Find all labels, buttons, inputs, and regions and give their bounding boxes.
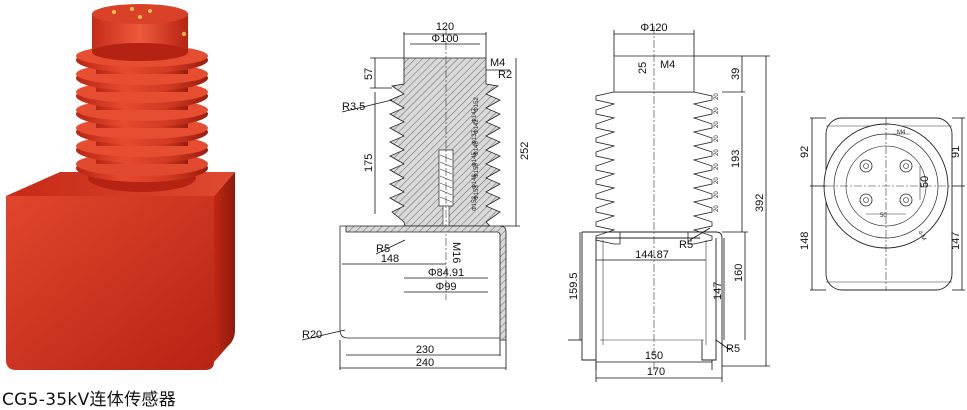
dim-top-91: 91 (950, 146, 962, 158)
terminal-icon (899, 193, 913, 207)
dim-front-392: 392 (754, 194, 766, 212)
dim-front-14487: 144.87 (635, 249, 669, 261)
dim-section-57: 57 (363, 68, 375, 80)
rib-diameter-label: Φ140 (474, 141, 480, 156)
terminal-icon (112, 10, 116, 14)
dim-section-r35: R3.5 (342, 101, 365, 113)
dim-top-92: 92 (799, 146, 811, 158)
terminal-icon (130, 7, 134, 11)
section-view: Φ152Φ147Φ142Φ137Φ140Φ145Φ150Φ148Φ153Φ152… (301, 21, 531, 370)
grounding-screw-icon (181, 31, 187, 37)
rib-diameter-label: Φ145 (472, 152, 478, 167)
dim-section-phi99: Φ99 (435, 281, 456, 293)
dim-front-150: 150 (645, 350, 663, 362)
dim-top-4m: 4-M (916, 230, 926, 242)
rib-diameter-label: Φ137 (472, 130, 478, 145)
dim-section-230: 230 (416, 344, 434, 356)
rib-spacing-label: 20 (714, 205, 720, 212)
dim-front-r5: R5 (679, 239, 693, 251)
rib-diameter-label: Φ153 (474, 185, 480, 200)
rib-spacing-label: 20 (714, 135, 720, 142)
dim-section-240: 240 (416, 357, 434, 369)
dim-section-148: 148 (381, 253, 399, 265)
dim-front-r5b: R5 (726, 343, 740, 355)
dim-section-m4: M4 (490, 57, 505, 69)
dim-front-147: 147 (712, 282, 724, 300)
dim-front-25: 25 (637, 62, 649, 74)
rib-spacing-label: 20 (714, 107, 720, 114)
top-cap-face (92, 4, 188, 24)
terminal-icon (859, 193, 873, 207)
dim-section-252: 252 (519, 142, 531, 160)
rib-spacing-label: 20 (714, 121, 720, 128)
front-view: 20 20 20 20 20 20 20 20 20 Φ120 M4 25 39 193 392… (568, 22, 770, 382)
rib-spacing-label: 20 (714, 191, 720, 198)
dim-front-phi120: Φ120 (640, 22, 667, 34)
rib-diameter-label: Φ147 (472, 108, 478, 123)
product-photo (6, 4, 235, 370)
dim-front-39: 39 (730, 68, 742, 80)
top-view: M4 50 50 4-M 92 148 91 147 (799, 117, 965, 291)
dim-section-phi100: Φ100 (431, 33, 458, 45)
dim-section-phi8491: Φ84.91 (428, 267, 464, 279)
dim-top-50b: 50 (919, 176, 931, 188)
dim-top-m4: M4 (897, 130, 906, 136)
rib-label-group: 20 20 20 20 20 20 20 20 20 (714, 93, 720, 212)
insulator-sheds (76, 45, 208, 182)
dim-top-147: 147 (950, 232, 962, 250)
box-side-face (214, 172, 235, 362)
dim-section-120: 120 (436, 21, 454, 33)
dim-front-m4: M4 (660, 59, 675, 71)
dim-top-148: 148 (799, 232, 811, 250)
dim-section-m16: M16 (450, 242, 462, 263)
rib-diameter-label: Φ152 (474, 97, 480, 112)
dim-top-50: 50 (880, 213, 887, 219)
terminal-icon (148, 9, 152, 13)
dim-section-175: 175 (363, 154, 375, 172)
rib-diameter-label: Φ142 (474, 119, 480, 134)
dim-front-1595: 159.5 (568, 272, 580, 300)
terminal-icon (859, 159, 873, 173)
rib-spacing-label: 20 (714, 93, 720, 100)
dim-front-160: 160 (733, 264, 745, 282)
rib-spacing-label: 20 (714, 177, 720, 184)
rib-diameter-label: Φ152 (472, 196, 478, 211)
product-caption: CG5-35kV连体传感器 (2, 390, 176, 410)
dim-section-r20: R20 (302, 329, 322, 341)
dim-front-170: 170 (647, 366, 665, 378)
rib-diameter-label: Φ150 (474, 163, 480, 178)
dim-front-193: 193 (730, 150, 742, 168)
terminal-icon (899, 159, 913, 173)
rib-diameter-label: Φ148 (472, 174, 478, 189)
dim-section-r2: R2 (498, 69, 512, 81)
rib-spacing-label: 20 (714, 163, 720, 170)
box-front-face (6, 196, 214, 370)
rib-spacing-label: 20 (714, 149, 720, 156)
box-wall-section (340, 225, 507, 341)
terminal-icon (138, 15, 142, 19)
